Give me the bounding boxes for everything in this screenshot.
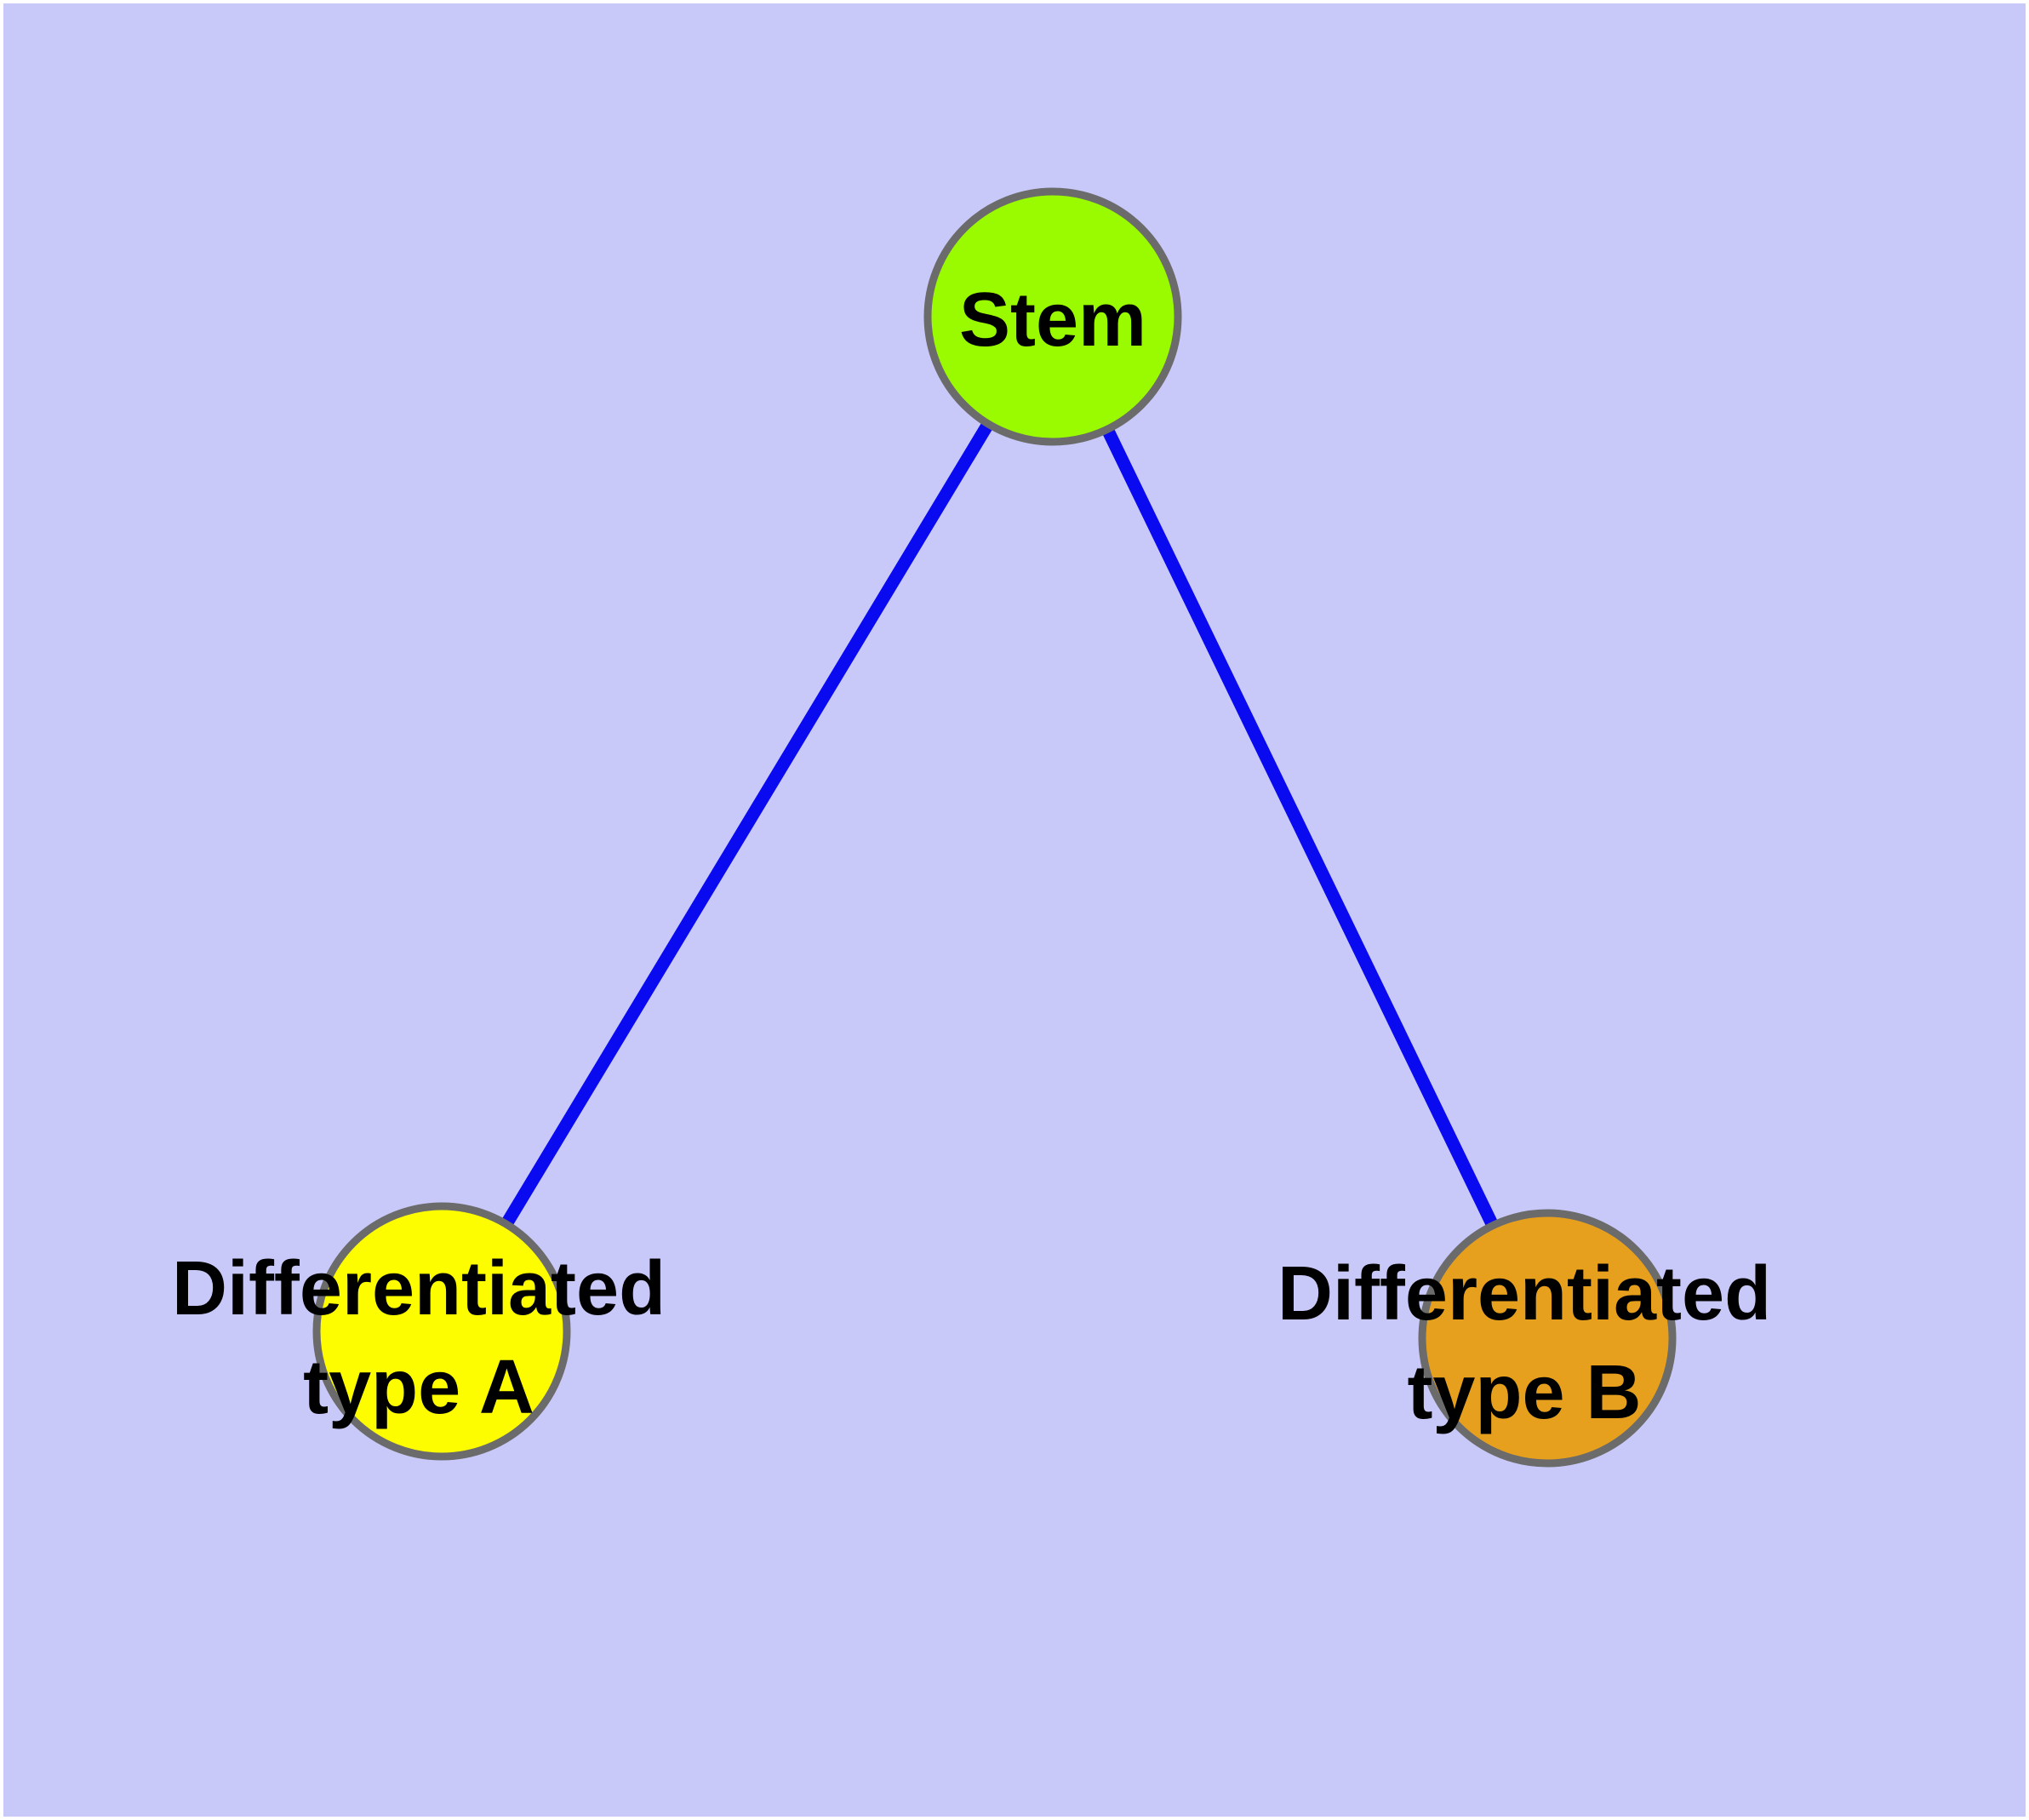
edge-stem-to-type-b <box>1047 313 1553 1342</box>
node-label-stem: Stem <box>959 271 1146 369</box>
edge-stem-to-type-a <box>436 313 1059 1335</box>
node-differentiated-type-a <box>312 1202 571 1461</box>
node-label-type-b-line2: type B <box>1407 1350 1642 1435</box>
node-stem <box>923 187 1182 446</box>
node-label-type-a-line2: type A <box>303 1345 534 1430</box>
node-label-stem-line: Stem <box>958 278 1147 363</box>
node-label-differentiated-type-b: Differentiated type B <box>1277 1245 1771 1442</box>
node-differentiated-type-b <box>1418 1209 1677 1468</box>
node-label-type-a-line1: Differentiated <box>171 1246 666 1331</box>
node-label-differentiated-type-a: Differentiated type A <box>172 1239 666 1437</box>
node-label-type-b-line1: Differentiated <box>1277 1251 1772 1336</box>
